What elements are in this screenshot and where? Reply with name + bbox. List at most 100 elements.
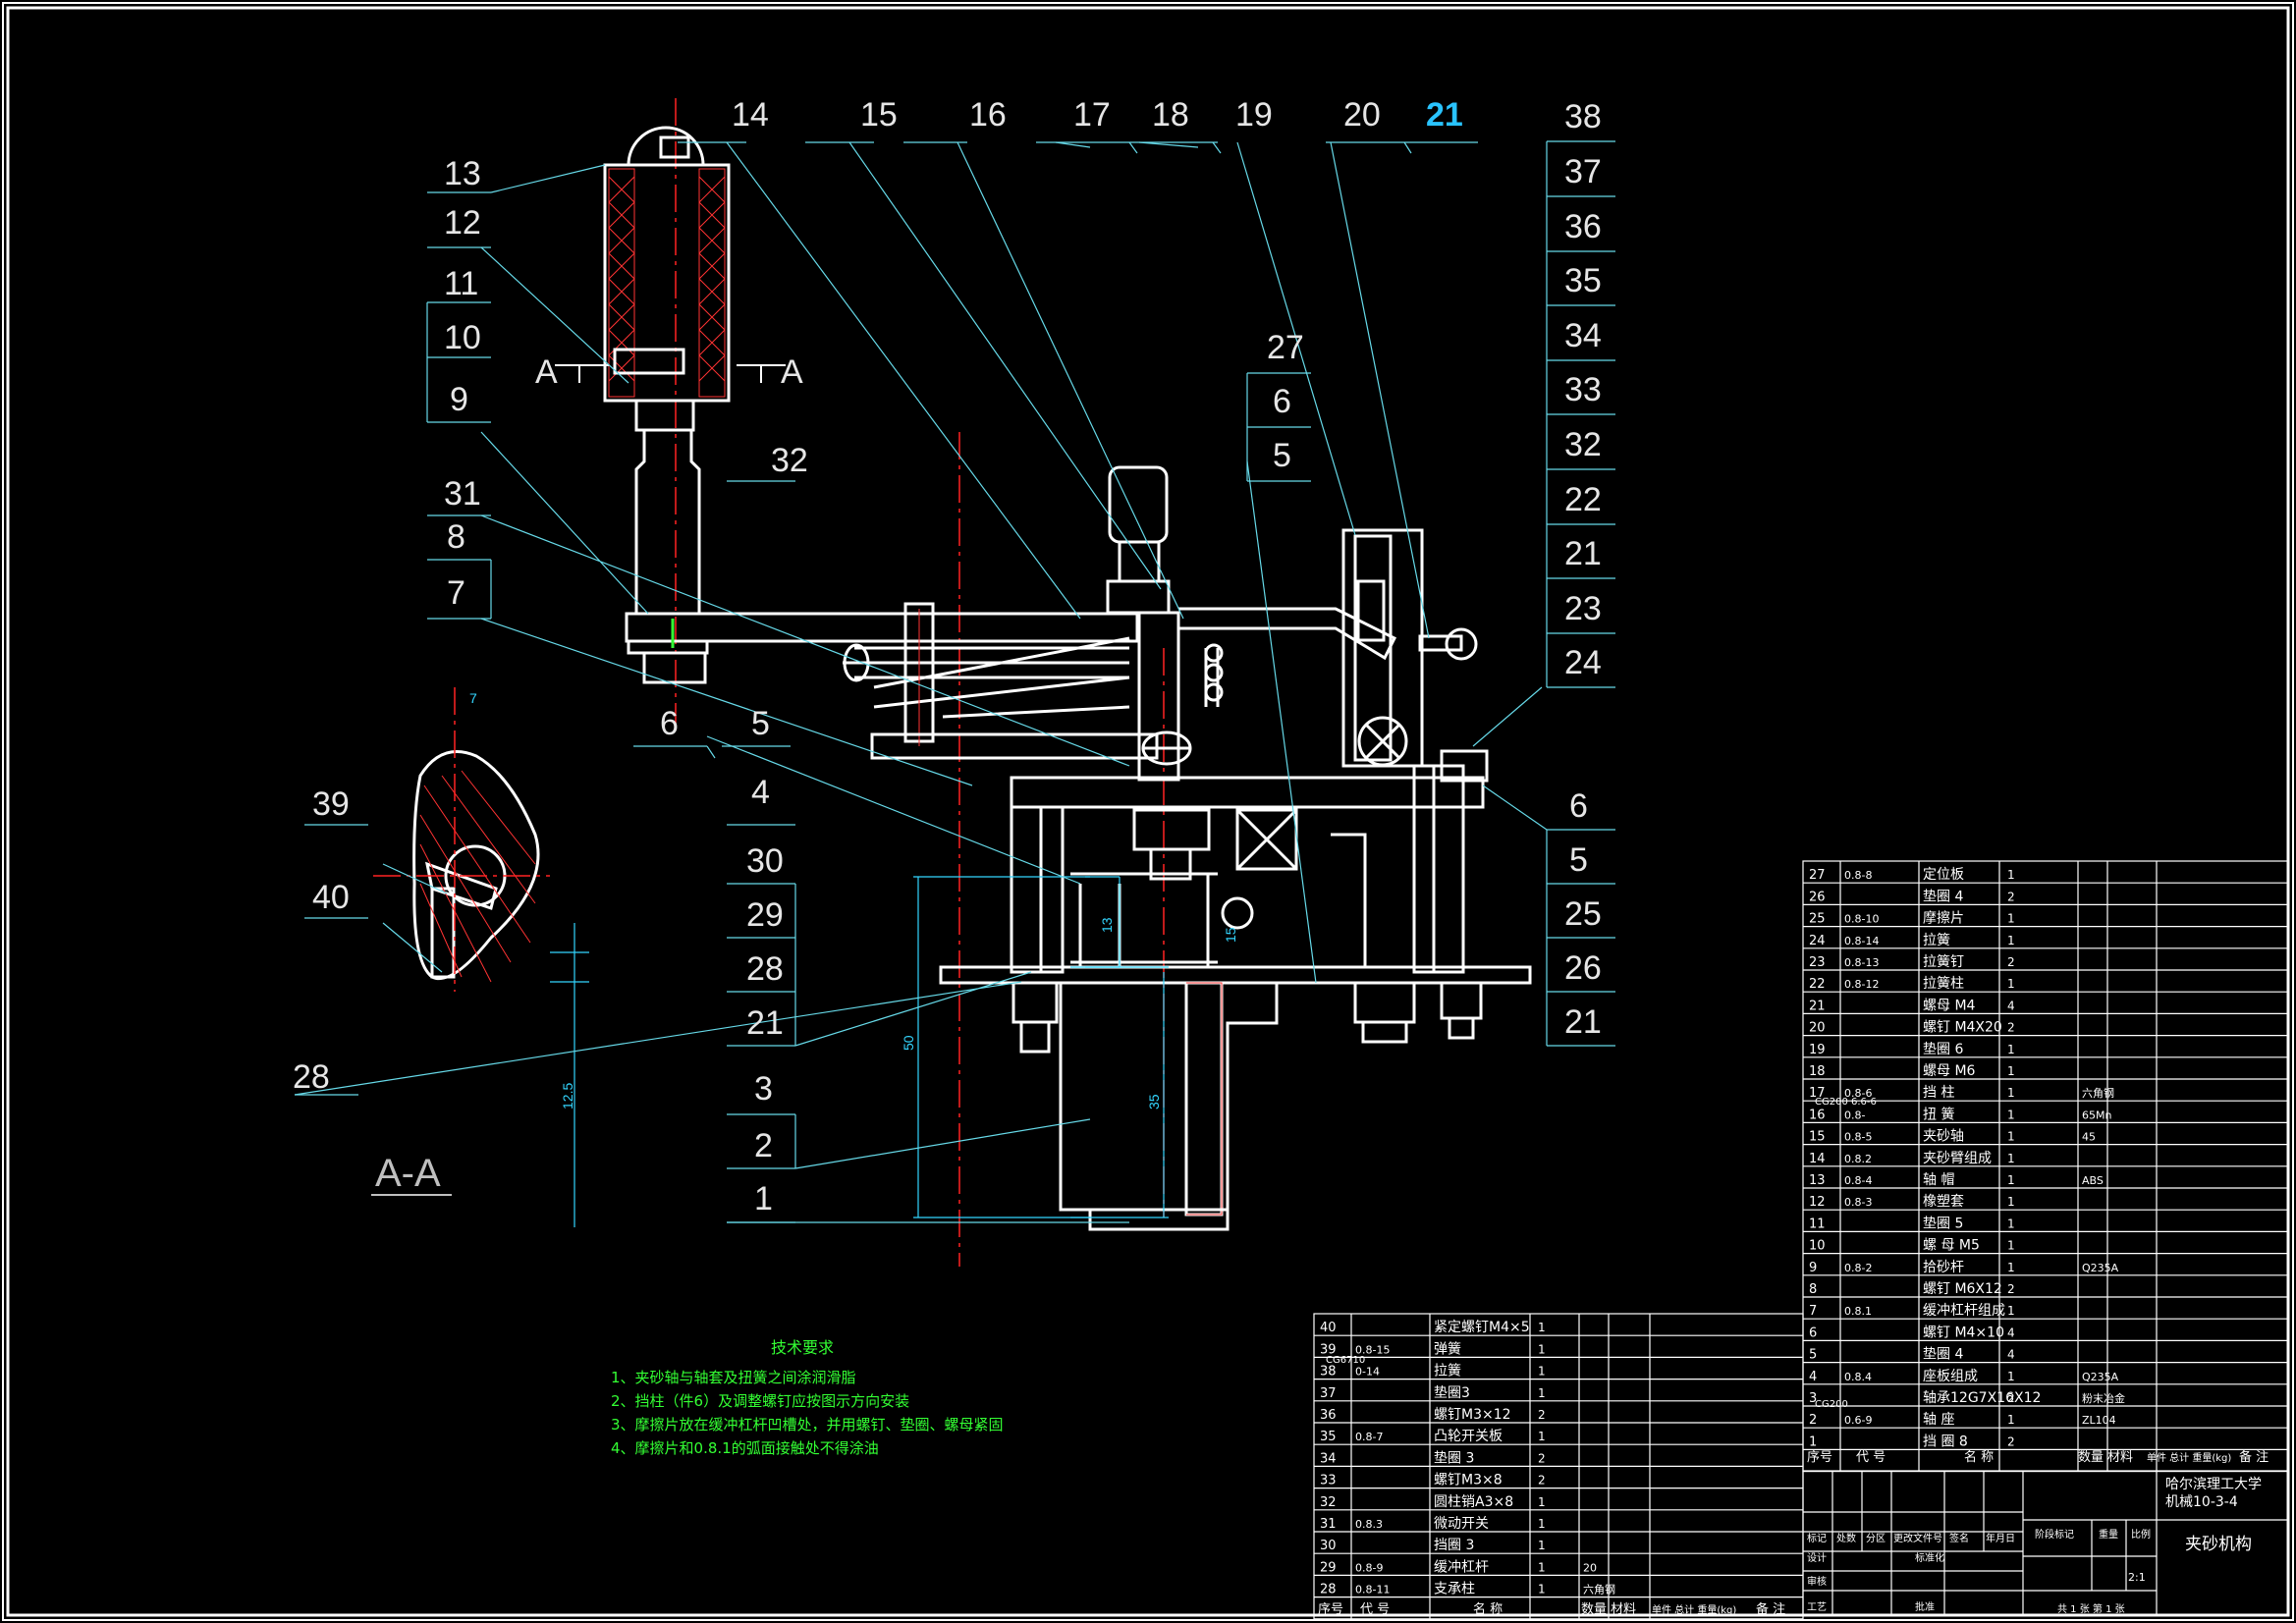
balloon: 34 <box>1564 317 1602 354</box>
header-qty: 数量 <box>2078 1450 2104 1465</box>
bom-cell-no: 35 <box>1320 1430 1337 1444</box>
bom-cell-mat: ZL104 <box>2082 1414 2116 1427</box>
bom-cell-name: 拉簧钉 <box>1923 954 1964 970</box>
tb-label: 标准化 <box>1915 1551 1944 1564</box>
dim-35: 35 <box>1146 1094 1162 1109</box>
bom-cell-no: 26 <box>1809 890 1826 904</box>
bom-cell-name: 夹砂臂组成 <box>1923 1151 1992 1166</box>
tech-requirements-title: 技术要求 <box>771 1338 834 1357</box>
bom-cell-mat: ABS <box>2082 1174 2104 1187</box>
class-name: 机械10-3-4 <box>2165 1494 2238 1510</box>
bom-cell-name: 螺母 M6 <box>1923 1063 1976 1079</box>
bom-cell-name: 橡塑套 <box>1923 1194 1964 1210</box>
header-name: 名 称 <box>1964 1449 1994 1465</box>
bom-cell-qty: 1 <box>1538 1517 1546 1531</box>
bom-cell-no: 16 <box>1809 1108 1826 1122</box>
bom-cell-qty: 2 <box>2007 1434 2015 1448</box>
bom-cell-no: 31 <box>1320 1517 1337 1532</box>
bom-cell-no: 11 <box>1809 1217 1826 1231</box>
bom-cell-no: 20 <box>1809 1021 1826 1036</box>
bom-cell-code: 0.8-3 <box>1844 1196 1872 1209</box>
main-view <box>603 98 1532 1267</box>
bom-cell-no: 4 <box>1809 1370 1817 1384</box>
bom-cell-name: 微动开关 <box>1434 1516 1489 1532</box>
balloon: 22 <box>1564 481 1602 518</box>
balloons-left-lower: 6 5 4 30 29 28 21 3 2 1 <box>660 705 784 1217</box>
bom-cell-code: 0.8-4 <box>1844 1174 1872 1187</box>
bom-cell-name: 垫圈3 <box>1434 1385 1470 1401</box>
bom-cell-no: 7 <box>1809 1304 1817 1319</box>
bom-cell-qty: 1 <box>2007 1173 2015 1187</box>
header-code: 代 号 <box>1856 1450 1886 1465</box>
tb-label: 分区 <box>1866 1533 1886 1544</box>
balloon: 36 <box>1564 208 1602 245</box>
bom-cell-qty: 2 <box>1538 1451 1546 1465</box>
balloon: 3 <box>754 1070 773 1108</box>
bom-cell-name: 扭 簧 <box>1923 1107 1954 1122</box>
balloon: 25 <box>1564 895 1602 933</box>
bom-cell-qty: 1 <box>2007 868 2015 882</box>
bom-cell-qty: 1 <box>1538 1342 1546 1356</box>
bom-cell-no: 6 <box>1809 1325 1817 1340</box>
balloon: 1 <box>754 1180 773 1217</box>
balloons-right: 38 37 36 35 34 33 32 22 21 23 24 <box>1564 98 1602 681</box>
balloon: 27 <box>1267 329 1304 366</box>
bom-cell-no: 36 <box>1320 1408 1337 1423</box>
bom-cell-mat: Q235A <box>2082 1371 2119 1383</box>
balloons-top: 14 15 16 17 18 19 20 21 <box>732 96 1463 134</box>
bom-cell-qty: 4 <box>2007 1348 2015 1362</box>
dimensions <box>550 876 1169 1227</box>
balloon: 20 <box>1343 96 1381 134</box>
bom-cell-name: 圆柱销A3×8 <box>1434 1494 1513 1510</box>
bom-cell-name: 拉簧 <box>1923 933 1950 948</box>
section-arrows <box>555 364 786 383</box>
tb-label: 处数 <box>1836 1532 1856 1544</box>
balloon: 18 <box>1152 96 1189 134</box>
bom-cell-code: 0.8-6 <box>1844 1087 1872 1100</box>
balloon: 35 <box>1564 262 1602 299</box>
bom-cell-no: 3 <box>1809 1391 1817 1406</box>
balloon: 21 <box>1564 535 1602 572</box>
balloon: 5 <box>751 705 770 742</box>
bom-cell-qty: 1 <box>1538 1386 1546 1400</box>
balloon: 10 <box>444 319 481 356</box>
header-note: 备 注 <box>1756 1601 1785 1617</box>
bom-cell-code: 0.8- <box>1844 1109 1865 1121</box>
bom-cell-mat: 65Mn <box>2082 1109 2111 1121</box>
bom-cell-code: 0.6-9 <box>1844 1414 1872 1427</box>
bom-cell-no: 18 <box>1809 1064 1826 1079</box>
bom-cell-name: 垫圈 3 <box>1434 1450 1474 1466</box>
bom-cell-code: 0.8-14 <box>1844 935 1879 947</box>
bom-cell-no: 12 <box>1809 1195 1826 1210</box>
balloon: 24 <box>1564 644 1602 681</box>
bom-cell-qty: 2 <box>1538 1408 1546 1422</box>
bom-cell-qty: 1 <box>2007 1130 2015 1144</box>
section-aa-view <box>373 687 550 992</box>
balloon-underlines <box>295 140 1615 1223</box>
tech-requirement-item: 1、夹砂轴与轴套及扭簧之间涂润滑脂 <box>611 1369 856 1386</box>
bom-cell-no: 13 <box>1809 1173 1826 1188</box>
bom-cell-name: 轴承12G7X16X12 <box>1923 1390 2041 1406</box>
dim-13: 13 <box>1099 917 1115 933</box>
bom-cell-code: 0.8.4 <box>1844 1371 1872 1383</box>
bom-cell-qty: 4 <box>2007 1325 2015 1339</box>
bom-cell-qty: 1 <box>1538 1560 1546 1574</box>
bom-cell-name: 拉簧 <box>1434 1364 1461 1380</box>
bom-cell-qty: 1 <box>2007 912 2015 926</box>
bom-cell-qty: 1 <box>1538 1430 1546 1443</box>
bom-cell-code: 0-14 <box>1355 1366 1380 1379</box>
bom-cell-name: 轴 帽 <box>1923 1172 1954 1188</box>
bom-cell-name: 挡 圈 8 <box>1923 1434 1968 1449</box>
bom-cell-no: 28 <box>1320 1583 1337 1597</box>
balloon: 8 <box>447 518 465 556</box>
bom-cell-no: 27 <box>1809 868 1826 883</box>
balloon: 28 <box>746 950 784 988</box>
bom-cell-name: 垫圈 4 <box>1923 889 1963 904</box>
bom-cell-name: 螺钉 M4×10 <box>1923 1325 2004 1340</box>
bom-cell-code: 0.8-10 <box>1844 913 1879 926</box>
header-no: 序号 <box>1318 1602 1343 1617</box>
bom-cell-code: 0.8-9 <box>1355 1561 1383 1574</box>
bom-cell-name: 凸轮开关板 <box>1434 1429 1503 1444</box>
balloon: 5 <box>1273 437 1291 474</box>
